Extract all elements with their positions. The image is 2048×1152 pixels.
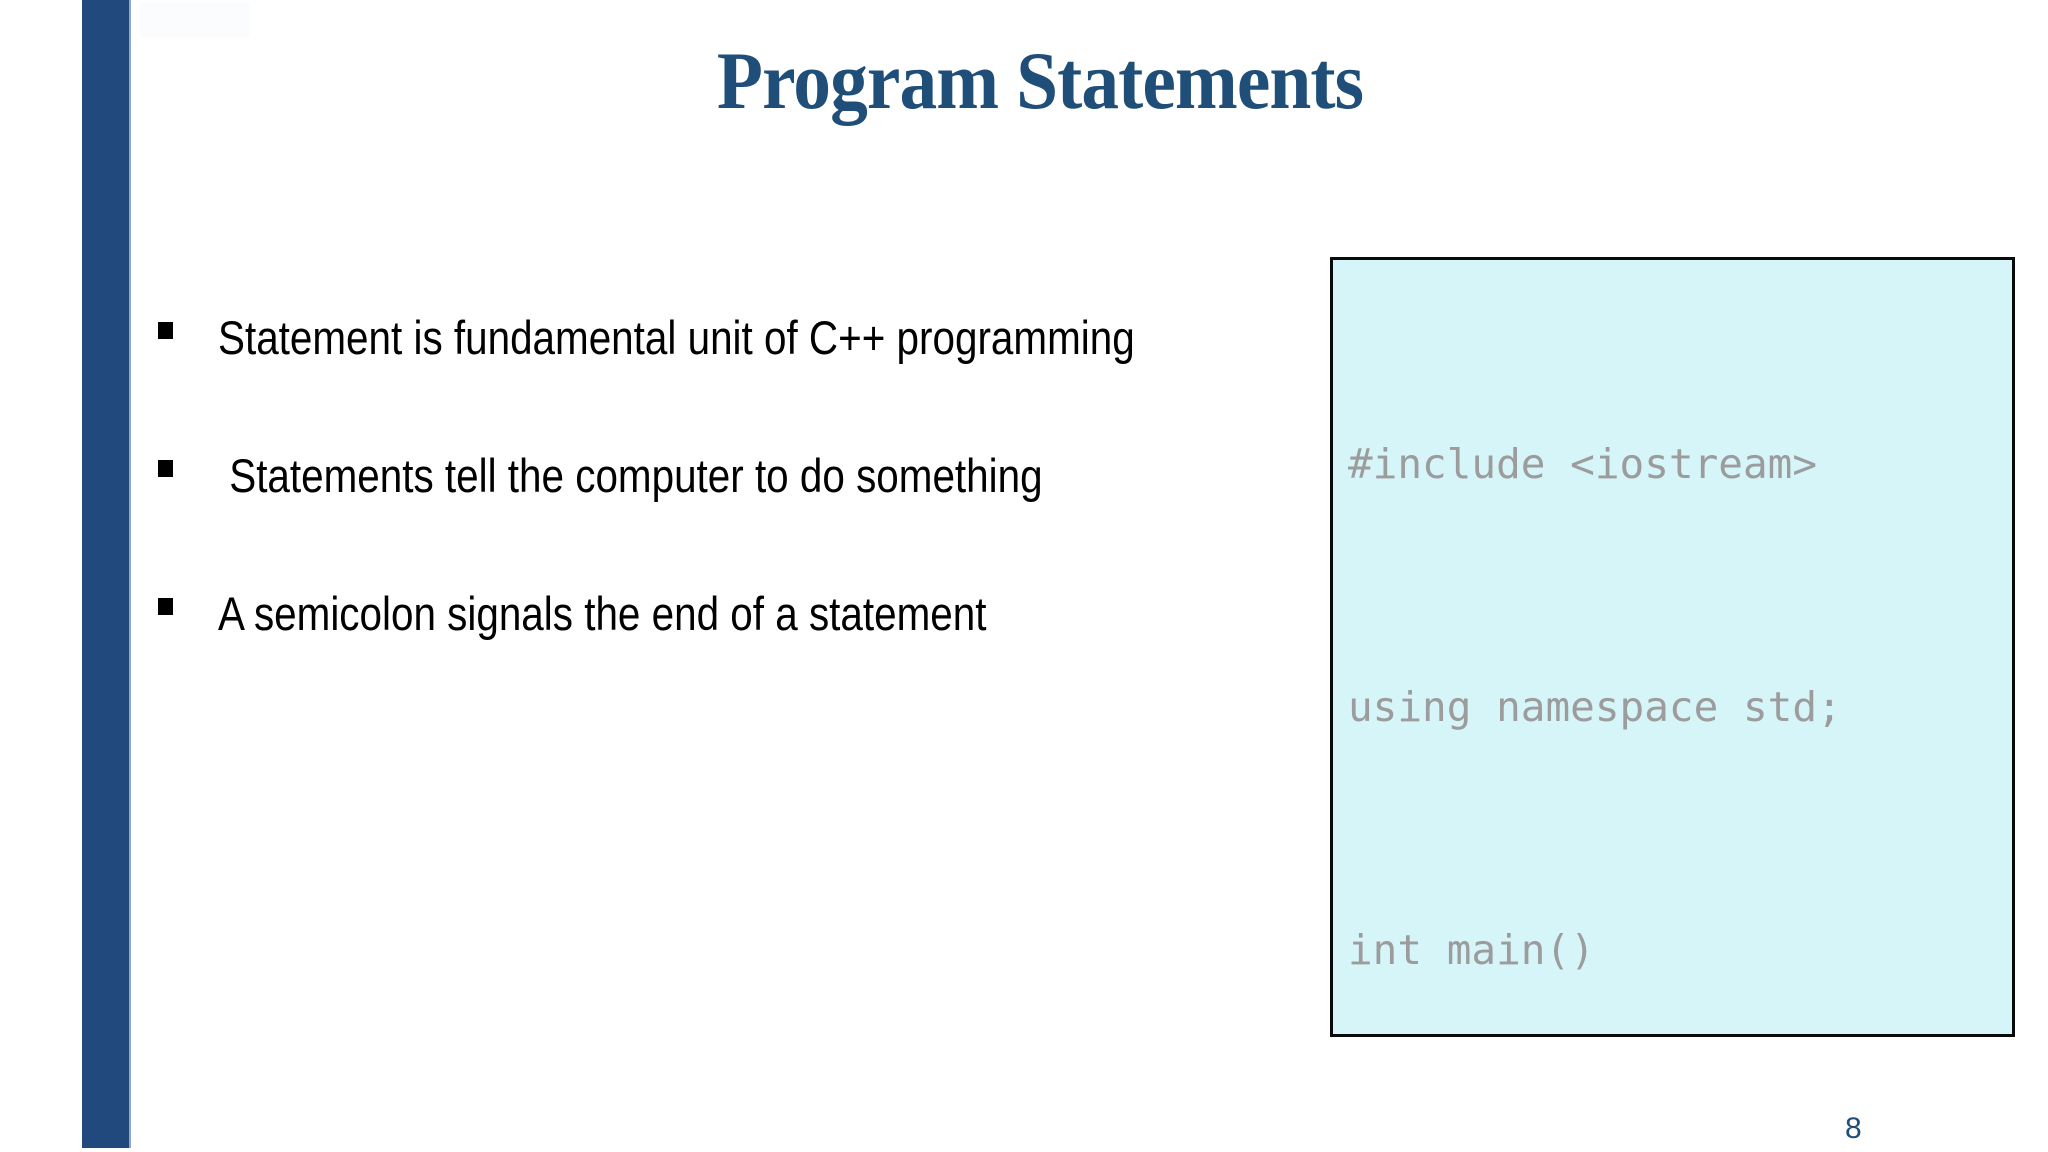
left-accent-bar-edge [129,0,131,1148]
code-snippet-text: #include <iostream> using namespace std;… [1348,262,2048,1062]
code-line: int main() [1348,926,1595,974]
list-item-label: A semicolon signals the end of a stateme… [218,587,987,641]
list-item-label: Statement is fundamental unit of C++ pro… [218,311,1135,364]
list-item: A semicolon signals the end of a stateme… [150,576,1300,652]
code-snippet-box [1330,257,2015,1037]
square-bullet-icon [158,598,173,616]
bullet-list: Statement is fundamental unit of C++ pro… [150,300,1300,714]
list-item: Statements tell the computer to do somet… [150,438,1300,514]
left-accent-bar [82,0,130,1148]
code-line: using namespace std; [1348,683,1842,731]
list-item: Statement is fundamental unit of C++ pro… [150,300,1300,376]
page-title: Program Statements [716,35,1364,126]
code-line: #include <iostream> [1348,440,1817,488]
page-number: 8 [1845,1112,1862,1145]
list-item-label: Statements tell the computer to do somet… [218,449,1043,503]
square-bullet-icon [158,460,173,478]
corner-artifact [140,2,250,38]
square-bullet-icon [158,322,173,339]
